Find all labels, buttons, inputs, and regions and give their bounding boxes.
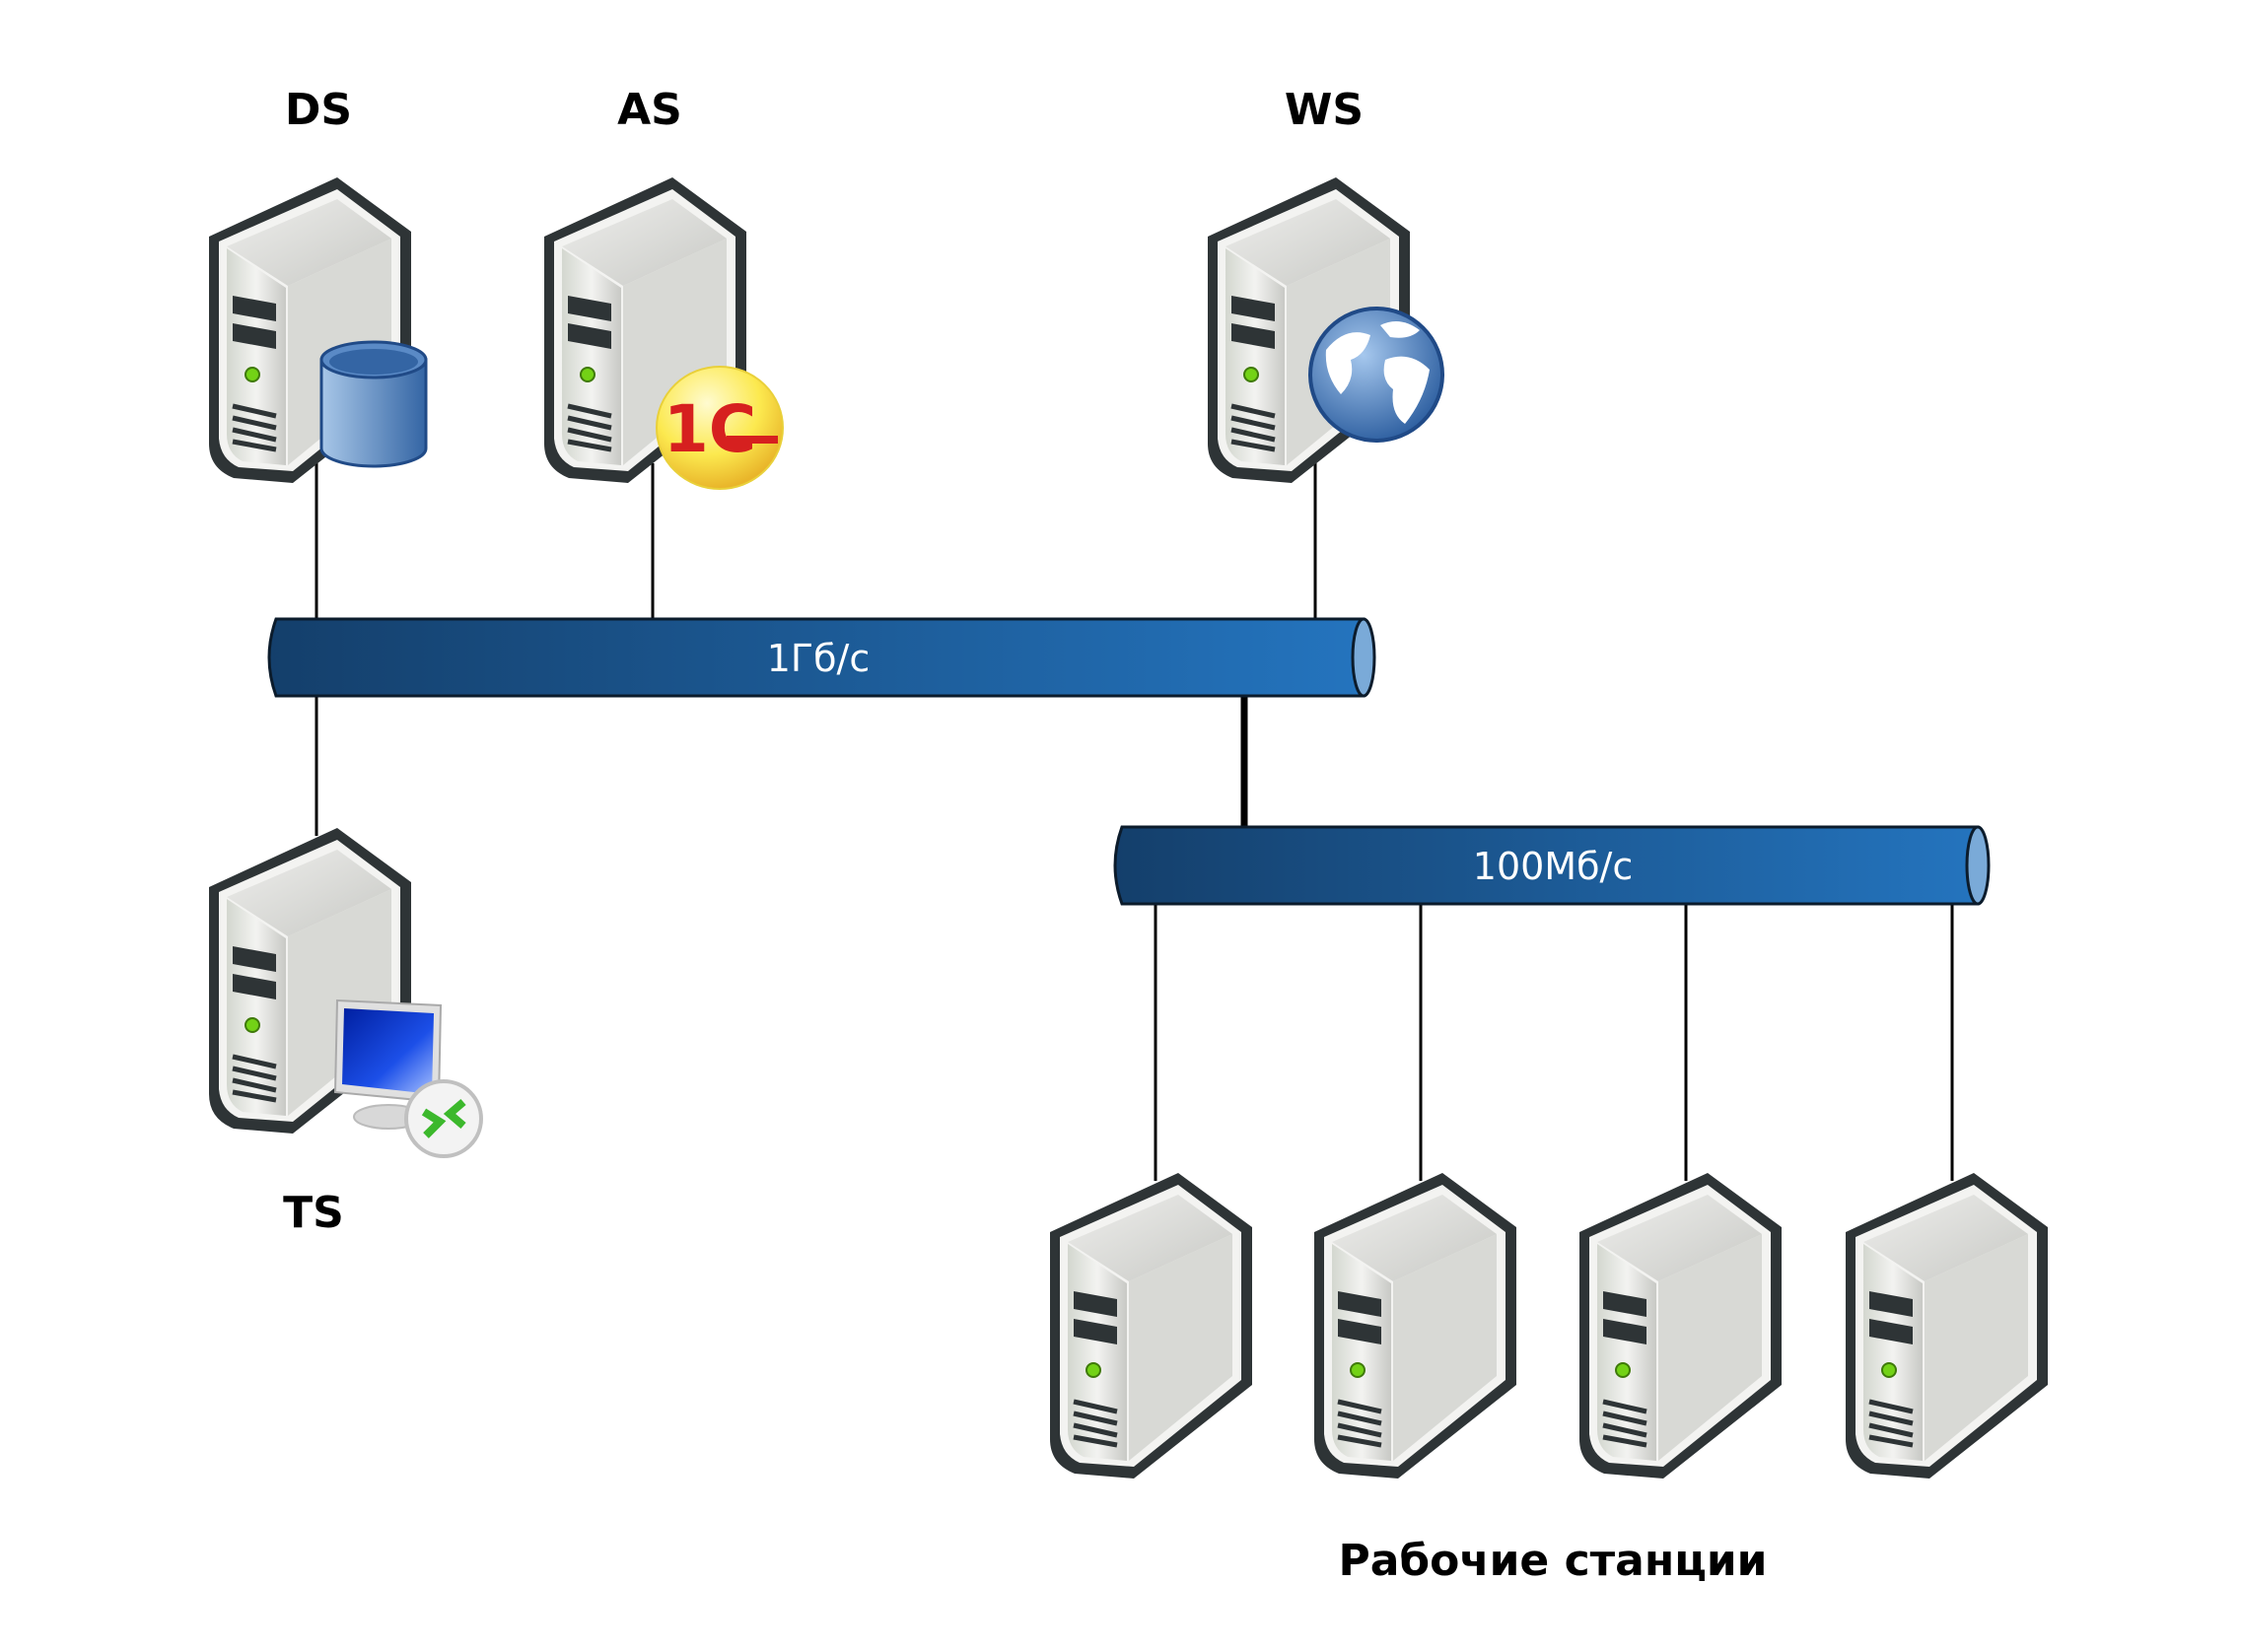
workstation-2[interactable] [1314, 1173, 1516, 1479]
remote-desktop-icon [333, 998, 483, 1158]
workstations-label: Рабочие станции [1338, 1536, 1768, 1586]
bus-1gbps-label: 1Гб/с [766, 637, 871, 680]
bus-100mbps-label: 100Мб/с [1472, 845, 1634, 888]
bus-1gbps [267, 617, 1376, 698]
svg-text:1C: 1C [664, 391, 756, 467]
1c-logo-icon: 1C [656, 366, 784, 490]
workstation-3[interactable] [1579, 1173, 1782, 1479]
bus-100mbps [1113, 825, 1991, 906]
server-ds[interactable] [209, 177, 428, 483]
server-as[interactable]: 1C [544, 177, 784, 490]
workstation-1[interactable] [1050, 1173, 1252, 1479]
database-icon [319, 340, 428, 468]
node-label-as: AS [617, 85, 682, 135]
server-ws[interactable] [1208, 177, 1444, 483]
workstation-4[interactable] [1846, 1173, 2048, 1479]
globe-icon [1308, 307, 1444, 443]
node-label-ds: DS [284, 85, 353, 135]
node-label-ws: WS [1284, 85, 1365, 135]
server-ts[interactable] [209, 828, 483, 1158]
connector-lines [315, 453, 1954, 1181]
node-label-ts: TS [283, 1188, 344, 1238]
